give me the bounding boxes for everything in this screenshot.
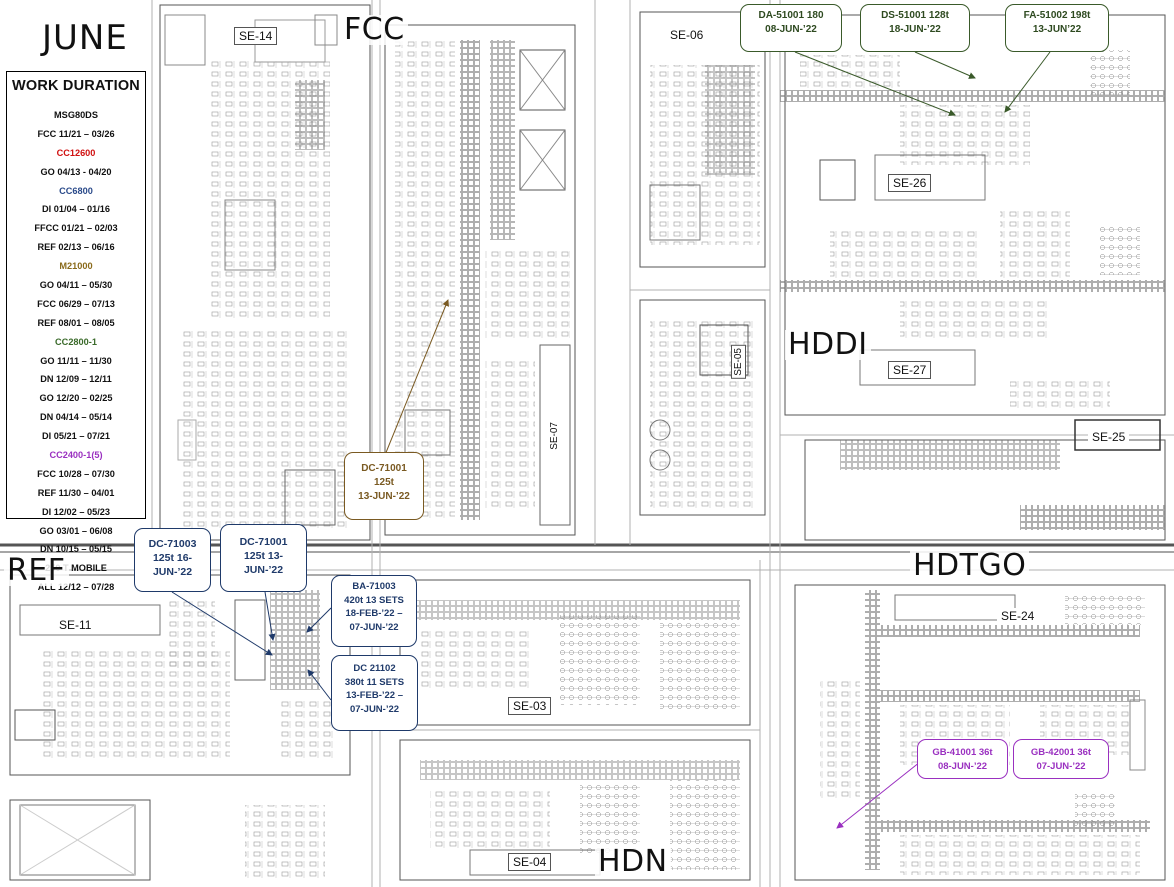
hddi-equipment [780, 50, 1165, 530]
substation-se04: SE-04 [508, 853, 552, 871]
area-label-hdn: HDN [595, 847, 671, 877]
hdtgo-equipment [820, 590, 1150, 875]
substation-se05: SE-05 [731, 345, 746, 379]
substation-se26: SE-26 [888, 174, 932, 192]
legend-item: FCC 06/29 – 07/13 [37, 298, 115, 309]
substation-se25: SE-25 [1088, 429, 1130, 445]
legend-item: CC12600 [56, 147, 96, 158]
area-label-ref: REF [4, 556, 69, 586]
ref-equipment [14, 590, 335, 880]
legend-item: DI 12/02 – 05/23 [42, 506, 110, 517]
legend-item: GO 04/13 - 04/20 [40, 166, 112, 177]
legend-item: ALL 12/12 – 07/28 [37, 582, 115, 593]
substation-se27: SE-27 [888, 361, 932, 379]
substation-se14: SE-14 [234, 27, 278, 45]
substation-se07: SE-07 [548, 420, 561, 452]
hdn-equipment [410, 600, 740, 876]
legend-item: FFCC 01/21 – 02/03 [34, 223, 118, 234]
legend-item: 250 T MOBILE [45, 563, 107, 574]
area-label-hdtgo: HDTGO [910, 551, 1030, 581]
legend-title: WORK DURATION [12, 78, 140, 94]
legend-item: CC6800 [59, 185, 93, 196]
legend-item: DI 01/04 – 01/16 [42, 204, 110, 215]
legend-item: M21000 [59, 261, 93, 272]
legend-item: CC2400-1(5) [49, 450, 103, 461]
legend-item: DN 10/15 – 05/15 [39, 544, 113, 555]
legend-item: DN 12/09 – 12/11 [40, 374, 112, 385]
legend-item: DI 05/21 – 07/21 [42, 431, 110, 442]
substation-se11: SE-11 [55, 617, 96, 633]
legend-item: REF 02/13 – 06/16 [37, 242, 115, 253]
legend-item: CC2800-1 [55, 336, 97, 347]
legend-item: MSG80DS [54, 110, 98, 120]
legend-item: GO 03/01 – 06/08 [39, 525, 113, 536]
fcc-equipment [164, 14, 571, 530]
legend-item: REF 08/01 – 08/05 [37, 317, 115, 328]
callout-leaders [171, 51, 1051, 829]
legend-item: GO 04/11 – 05/30 [39, 280, 113, 291]
legend-item: REF 11/30 – 04/01 [37, 487, 115, 498]
legend-item: GO 12/20 – 02/25 [39, 393, 113, 404]
area-label-hddi: HDDI [785, 330, 871, 360]
substation-se03: SE-03 [508, 697, 552, 715]
legend-item: DN 04/14 – 05/14 [39, 412, 113, 423]
substation-se24: SE-24 [997, 608, 1039, 624]
substation-se06: SE-06 [666, 27, 708, 43]
legend-item: GO 11/11 – 11/30 [40, 355, 112, 366]
legend-item: FCC 11/21 – 03/26 [37, 128, 115, 139]
month-title: JUNE [42, 18, 128, 58]
legend-item: FCC 10/28 – 07/30 [37, 468, 115, 479]
se06-equipment [649, 65, 760, 510]
area-label-fcc: FCC [341, 15, 408, 45]
